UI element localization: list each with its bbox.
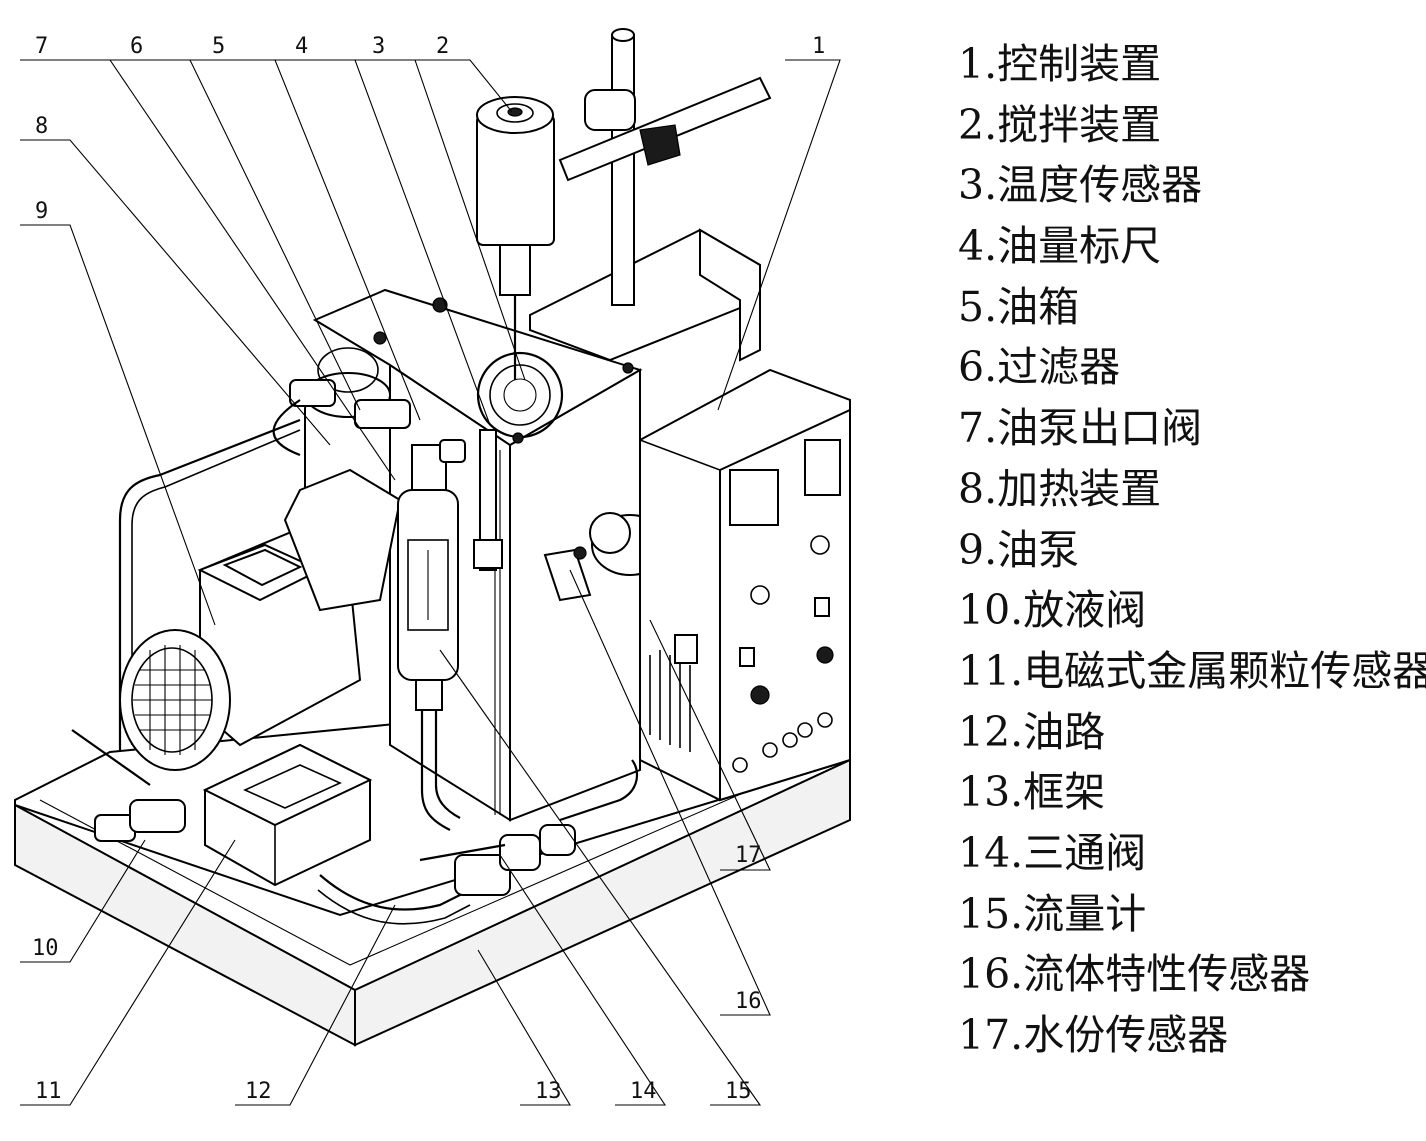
legend-item-2: 2.搅拌装置	[958, 100, 1162, 149]
legend-item-9: 9.油泵	[958, 525, 1080, 574]
motor-fan-grille	[133, 645, 212, 755]
legend-item-4: 4.油量标尺	[958, 222, 1162, 271]
stirrer-stand	[432, 28, 772, 362]
legend-item-8: 8.加热装置	[958, 464, 1162, 513]
callout-16: 16	[735, 989, 762, 1014]
vent-slots	[649, 650, 691, 752]
legend-item-3: 3.温度传感器	[958, 161, 1203, 210]
callout-7: 7	[35, 34, 48, 59]
callout-5: 5	[212, 34, 225, 59]
callout-6: 6	[130, 34, 143, 59]
legend-item-11: 11.电磁式金属颗粒传感器	[958, 646, 1426, 695]
callout-1: 1	[812, 34, 825, 59]
legend-item-17: 17.水份传感器	[958, 1011, 1229, 1059]
legend-item-5: 5.油箱	[958, 282, 1080, 331]
legend-item-1: 1.控制装置	[958, 40, 1162, 88]
callout-2: 2	[436, 34, 449, 59]
control-box	[639, 368, 851, 802]
callout-8: 8	[35, 114, 48, 139]
three-way-valve	[419, 824, 576, 896]
legend-item-10: 10.放液阀	[958, 586, 1147, 635]
parts-legend: 1.控制装置 2.搅拌装置 3.温度传感器 4.油量标尺 5.油箱 6.过滤器 …	[958, 34, 1426, 1066]
legend-item-12: 12.油路	[958, 707, 1106, 756]
callout-3: 3	[372, 34, 385, 59]
water-sensor	[559, 759, 639, 822]
drain-valve	[71, 729, 186, 842]
pump-motor	[119, 468, 402, 771]
metal-particle-sensor	[202, 743, 373, 887]
legend-item-7: 7.油泵出口阀	[958, 404, 1203, 453]
legend-item-15: 15.流量计	[958, 889, 1147, 938]
callout-15: 15	[725, 1079, 752, 1104]
callout-14: 14	[630, 1079, 657, 1104]
legend-item-16: 16.流体特性传感器	[958, 950, 1311, 999]
stirrer-motor	[476, 96, 555, 380]
callout-12: 12	[245, 1079, 272, 1104]
callout-10: 10	[32, 936, 59, 961]
legend-item-13: 13.框架	[958, 768, 1106, 817]
callout-13: 13	[535, 1079, 562, 1104]
callout-numbers: 7 6 5 4 3 2 1 8 9 10 11 12 13 14 15 16 1…	[32, 34, 825, 1104]
callout-4: 4	[295, 34, 308, 59]
callout-9: 9	[35, 199, 48, 224]
legend-item-14: 14.三通阀	[958, 828, 1147, 877]
callout-11: 11	[35, 1079, 62, 1104]
oil-level-gauge	[473, 429, 503, 571]
leader-lines	[20, 59, 841, 1106]
legend-item-6: 6.过滤器	[958, 343, 1121, 392]
callout-17: 17	[735, 843, 762, 868]
flowmeter	[397, 439, 466, 831]
